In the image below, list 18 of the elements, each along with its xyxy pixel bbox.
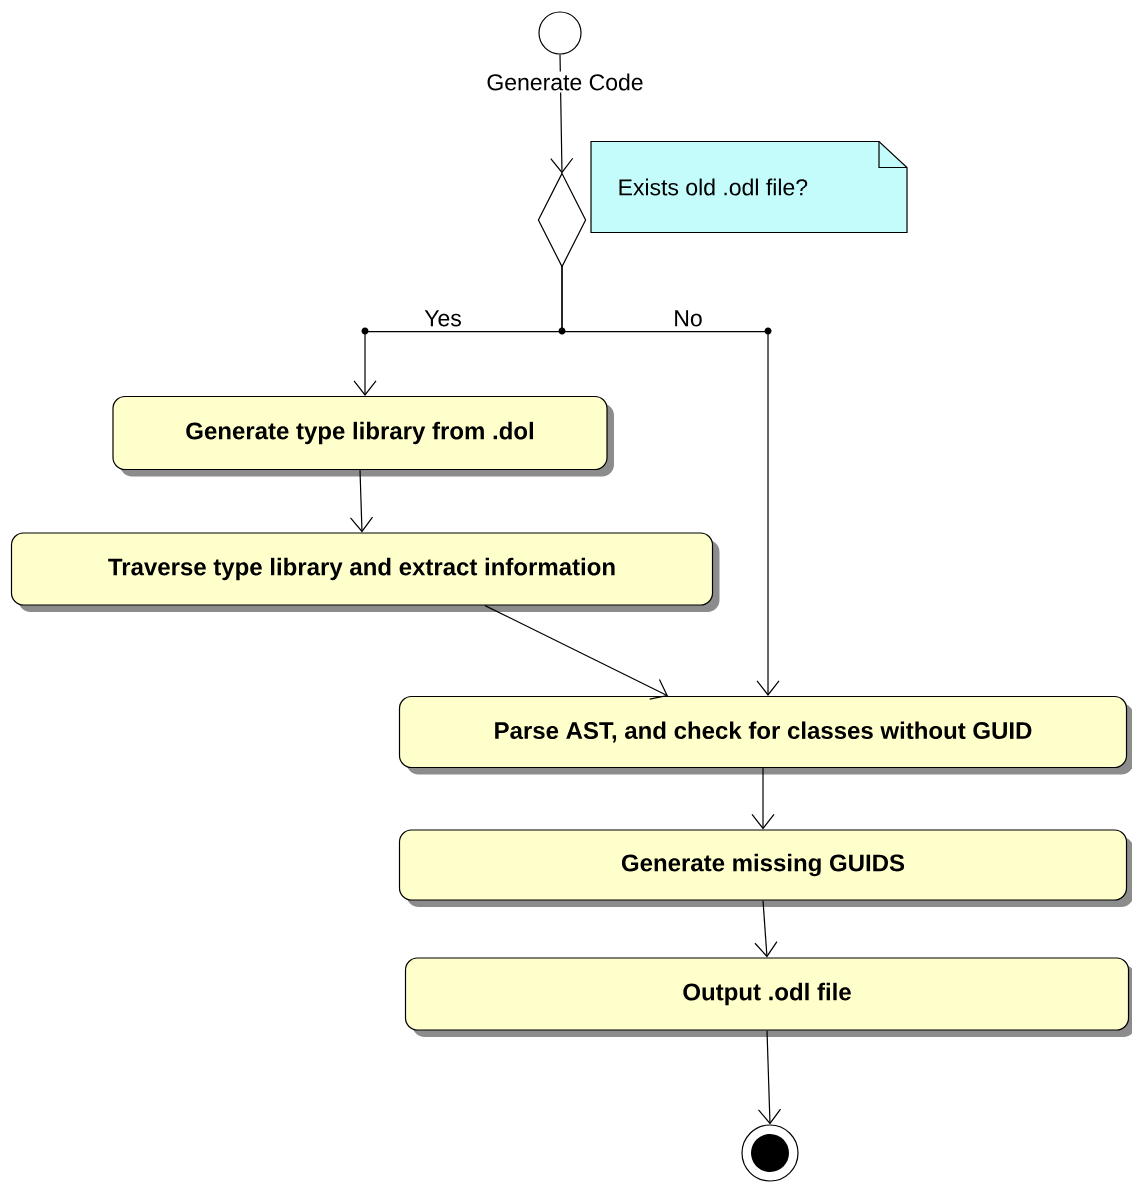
arrow [561, 266, 780, 696]
action-box: Generate missing GUIDS [398, 829, 1132, 907]
end-node [741, 1124, 799, 1182]
arrow [754, 900, 778, 958]
arrow [757, 1030, 782, 1125]
decision-diamond [537, 172, 587, 268]
action-box: Parse AST, and check for classes without GUID [398, 695, 1132, 775]
edge-label: Generate Code [484, 71, 646, 93]
start-node [538, 11, 582, 55]
arrow [349, 469, 374, 533]
action-box: Traverse type library and extract information [10, 532, 720, 612]
action-box: Output .odl file [404, 957, 1132, 1037]
arrow [484, 605, 668, 700]
edge-label: No [675, 310, 702, 327]
arrow [751, 767, 775, 830]
note-box: Exists old .odl file? [590, 140, 908, 234]
edge-label: Yes [424, 310, 461, 327]
action-box: Generate type library from .dol [112, 395, 614, 477]
